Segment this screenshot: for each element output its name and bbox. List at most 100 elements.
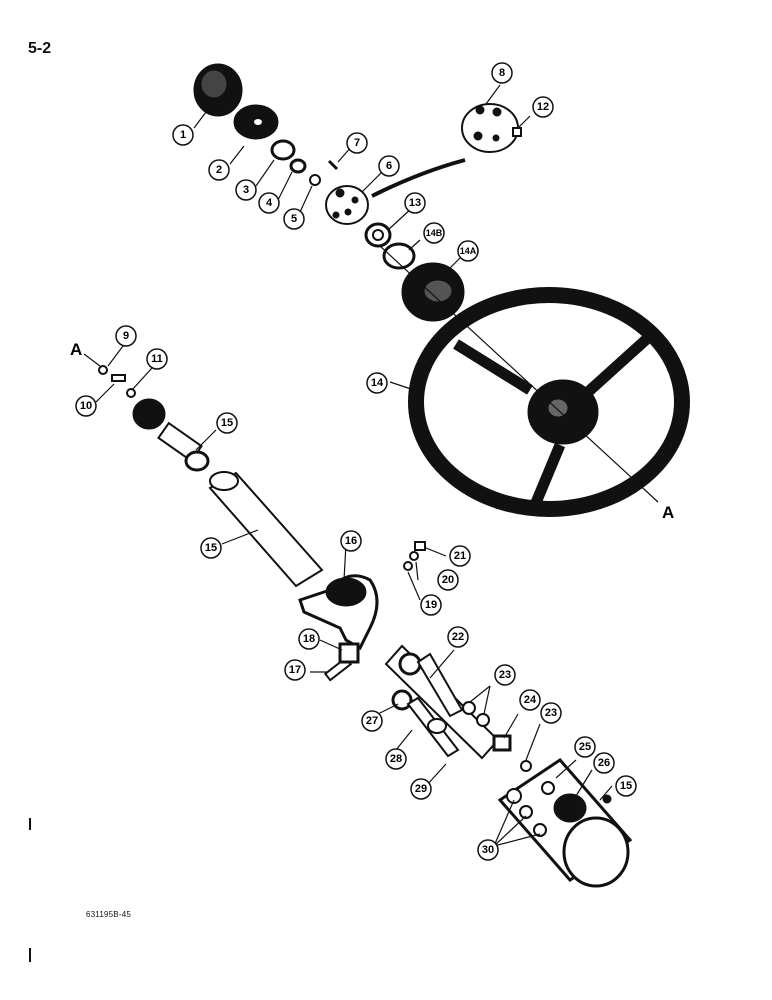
cup-part bbox=[270, 139, 296, 161]
svg-text:8: 8 bbox=[499, 67, 505, 79]
spacer-part bbox=[338, 642, 360, 664]
svg-text:26: 26 bbox=[598, 757, 610, 769]
svg-text:24: 24 bbox=[524, 694, 537, 706]
svg-text:7: 7 bbox=[354, 137, 360, 149]
hub-cover-part bbox=[401, 262, 465, 322]
svg-text:9: 9 bbox=[123, 330, 129, 342]
steering-nut-part bbox=[364, 222, 392, 248]
steering-valve-part bbox=[497, 758, 633, 888]
callout-25: 25 bbox=[574, 736, 596, 758]
callout-14b: 14B bbox=[423, 222, 445, 244]
svg-text:23: 23 bbox=[545, 707, 557, 719]
figure-code: 631195B-45 bbox=[86, 910, 131, 919]
horn-cap-part bbox=[193, 63, 243, 117]
callout-14a: 14A bbox=[457, 240, 479, 262]
small-washer-part bbox=[126, 388, 136, 398]
svg-text:2: 2 bbox=[216, 164, 222, 176]
callout-6: 6 bbox=[378, 155, 400, 177]
ball-part bbox=[98, 365, 108, 375]
svg-text:19: 19 bbox=[425, 599, 437, 611]
svg-text:29: 29 bbox=[415, 783, 427, 795]
callout-18: 18 bbox=[298, 628, 320, 650]
callout-12: 12 bbox=[532, 96, 554, 118]
callout-11: 11 bbox=[146, 348, 168, 370]
svg-text:15: 15 bbox=[205, 542, 217, 554]
callout-7: 7 bbox=[346, 132, 368, 154]
svg-text:23: 23 bbox=[499, 669, 511, 681]
callout-17: 17 bbox=[284, 659, 306, 681]
callout-23-upper: 23 bbox=[494, 664, 516, 686]
svg-text:30: 30 bbox=[482, 844, 494, 856]
callout-22: 22 bbox=[447, 626, 469, 648]
callout-26: 26 bbox=[593, 752, 615, 774]
svg-text:21: 21 bbox=[454, 550, 466, 562]
svg-text:14A: 14A bbox=[460, 246, 477, 256]
horn-contact-part bbox=[461, 103, 522, 153]
svg-text:5: 5 bbox=[291, 213, 297, 225]
svg-text:15: 15 bbox=[221, 417, 233, 429]
callout-23-lower: 23 bbox=[540, 702, 562, 724]
callout-2: 2 bbox=[208, 159, 230, 181]
washer-14b-part bbox=[382, 242, 416, 270]
washer-part bbox=[309, 174, 321, 186]
callout-19: 19 bbox=[420, 594, 442, 616]
svg-text:18: 18 bbox=[303, 633, 315, 645]
svg-text:6: 6 bbox=[386, 160, 392, 172]
washer-19-part bbox=[403, 561, 413, 571]
column-bracket-part bbox=[298, 574, 379, 651]
rubber-cap-part bbox=[233, 104, 279, 140]
page-number: 5-2 bbox=[28, 40, 52, 57]
callout-10: 10 bbox=[75, 395, 97, 417]
callout-20: 20 bbox=[437, 569, 459, 591]
svg-text:25: 25 bbox=[579, 741, 591, 753]
contact-plate-part bbox=[325, 185, 369, 225]
svg-text:15: 15 bbox=[620, 780, 632, 792]
section-marker-right: A bbox=[662, 503, 674, 522]
callout-8: 8 bbox=[491, 62, 513, 84]
spring-part bbox=[289, 158, 307, 174]
svg-text:14B: 14B bbox=[426, 228, 443, 238]
mounting-bracket-part bbox=[384, 644, 532, 772]
svg-text:20: 20 bbox=[442, 574, 454, 586]
callout-9: 9 bbox=[115, 325, 137, 347]
svg-text:14: 14 bbox=[371, 377, 384, 389]
callout-5: 5 bbox=[283, 208, 305, 230]
section-marker-left: A bbox=[70, 340, 82, 359]
nut-21-part bbox=[414, 541, 426, 551]
svg-text:11: 11 bbox=[151, 353, 163, 365]
svg-text:27: 27 bbox=[366, 715, 378, 727]
callout-28: 28 bbox=[385, 748, 407, 770]
callout-4: 4 bbox=[258, 192, 280, 214]
callout-15-upper: 15 bbox=[216, 412, 238, 434]
svg-text:1: 1 bbox=[180, 129, 186, 141]
svg-text:3: 3 bbox=[243, 184, 249, 196]
svg-text:17: 17 bbox=[289, 664, 301, 676]
svg-text:22: 22 bbox=[452, 631, 464, 643]
callout-3: 3 bbox=[235, 179, 257, 201]
steering-column-part bbox=[132, 398, 324, 588]
callout-1: 1 bbox=[172, 124, 194, 146]
callout-markers: 1 2 3 4 5 6 7 8 9 10 11 12 13 14B 14A 14… bbox=[75, 62, 637, 861]
callout-13: 13 bbox=[404, 192, 426, 214]
axis-line bbox=[379, 245, 659, 503]
svg-text:4: 4 bbox=[266, 197, 273, 209]
svg-text:16: 16 bbox=[345, 535, 357, 547]
callout-14: 14 bbox=[366, 372, 388, 394]
svg-text:28: 28 bbox=[390, 753, 402, 765]
steering-wheel-part bbox=[408, 287, 690, 517]
svg-text:10: 10 bbox=[80, 400, 92, 412]
callout-29: 29 bbox=[410, 778, 432, 800]
screw-part bbox=[327, 159, 339, 171]
svg-text:13: 13 bbox=[409, 197, 421, 209]
callout-27: 27 bbox=[361, 710, 383, 732]
callout-16: 16 bbox=[340, 530, 362, 552]
svg-text:12: 12 bbox=[537, 101, 549, 113]
lockwasher-20-part bbox=[409, 551, 419, 561]
callout-30: 30 bbox=[477, 839, 499, 861]
callout-21: 21 bbox=[449, 545, 471, 567]
callout-24: 24 bbox=[519, 689, 541, 711]
callout-15-lower: 15 bbox=[615, 775, 637, 797]
wire-line bbox=[371, 158, 466, 198]
